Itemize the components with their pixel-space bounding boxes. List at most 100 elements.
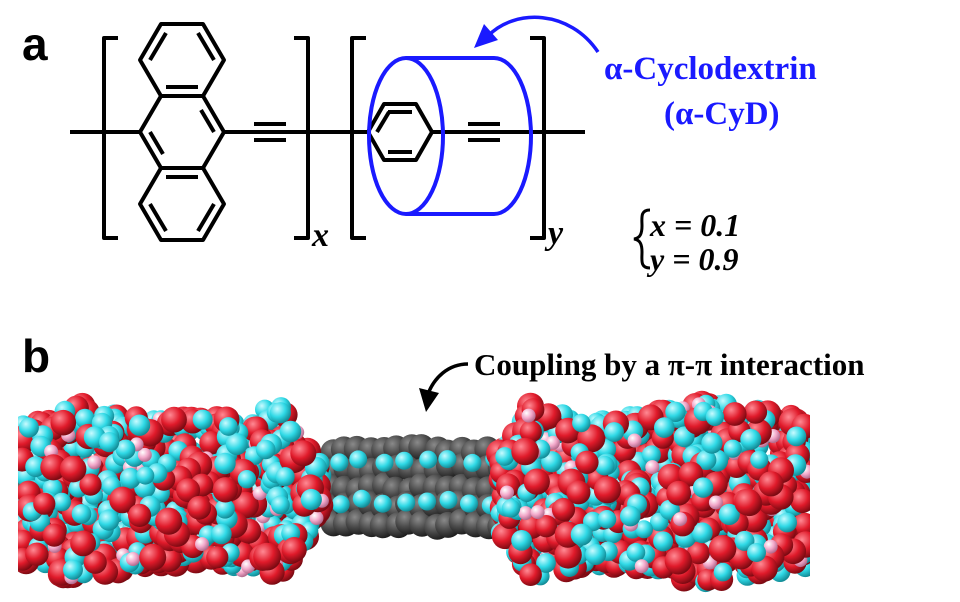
hydrogen-atom (705, 407, 725, 427)
hydrogen-atom (300, 488, 322, 511)
hydroxyl-hydrogen-atom (627, 433, 642, 448)
hydrogen-atom (626, 543, 646, 562)
hydrogen-atom (701, 432, 723, 454)
oxygen-atom (790, 488, 815, 514)
hydrogen-atom (747, 543, 766, 562)
oxygen-atom (176, 478, 201, 503)
oxygen-atom (566, 480, 591, 505)
hydrogen-atom (696, 450, 717, 470)
oxygen-atom (511, 437, 539, 466)
hydrogen-atom (604, 422, 624, 442)
oxygen-atom (708, 535, 737, 563)
ratio-brace (633, 208, 651, 270)
hydrogen-atom (279, 420, 302, 443)
hydrogen-atom (418, 492, 437, 511)
oxygen-atom (79, 473, 102, 496)
hydrogen-atom (211, 523, 232, 545)
hydroxyl-hydrogen-atom (634, 559, 649, 574)
hydrogen-atom (597, 510, 617, 529)
hydrogen-atom (654, 417, 675, 438)
hydrogen-atom (237, 470, 257, 489)
hydrogen-atom (641, 445, 661, 465)
hydrogen-atom (225, 433, 248, 456)
hydrogen-atom (255, 439, 276, 460)
hydroxyl-hydrogen-atom (518, 506, 533, 521)
hydrogen-atom (723, 439, 742, 458)
oxygen-atom (575, 450, 599, 474)
oxygen-atom (687, 541, 710, 565)
oxygen-atom (281, 537, 307, 563)
hydrogen-atom (136, 466, 155, 485)
hydrogen-atom (572, 413, 591, 433)
oxygen-atom (519, 420, 542, 443)
oxygen-atom (139, 543, 167, 571)
bracket-left-2 (350, 36, 366, 240)
hydrogen-atom (786, 426, 807, 447)
coupling-arrow (419, 362, 469, 412)
hydrogen-atom (419, 450, 438, 469)
cyclodextrin-ring (367, 56, 533, 216)
hydrogen-atom (777, 512, 797, 533)
hydroxyl-hydrogen-atom (309, 511, 324, 525)
oxygen-atom (33, 492, 56, 515)
hydrogen-atom (352, 489, 371, 508)
hydrogen-atom (439, 490, 458, 509)
oxygen-atom (551, 497, 576, 522)
oxygen-atom (206, 546, 229, 569)
hydrogen-atom (98, 509, 120, 531)
hydrogen-atom (395, 451, 414, 470)
hydrogen-atom (570, 523, 593, 546)
hydrogen-atom (119, 467, 141, 489)
hydrogen-atom (501, 499, 521, 518)
anthracene-bottom-ring (138, 166, 226, 242)
ratio-x: x = 0.1 (649, 207, 740, 243)
hydrogen-atom (397, 493, 416, 512)
oxygen-atom (59, 455, 87, 483)
subscript-x: x (311, 217, 329, 254)
anthracene-top-ring (138, 22, 226, 98)
hydroxyl-hydrogen-atom (87, 455, 102, 470)
hydrogen-atom (215, 498, 235, 519)
hydrogen-atom (18, 417, 39, 438)
hydrogen-atom (594, 455, 615, 476)
oxygen-atom (743, 400, 768, 424)
hydrogen-atom (219, 417, 238, 436)
hydrogen-atom (713, 562, 733, 582)
anthracene-unit (138, 22, 226, 242)
hydrogen-atom (349, 450, 368, 469)
oxygen-atom (722, 402, 747, 426)
hydroxyl-hydrogen-atom (521, 408, 536, 423)
hydrogen-atom (438, 450, 457, 469)
hydrogen-atom (750, 450, 769, 469)
hydrogen-atom (128, 414, 151, 436)
oxygen-atom (290, 440, 317, 467)
oxygen-atom (666, 480, 692, 506)
cyclodextrin-abbreviation: (α-CyD) (664, 96, 780, 132)
oxygen-atom (50, 409, 77, 436)
crop-mask-right (810, 380, 960, 602)
hydrogen-atom (71, 504, 92, 524)
hydrogen-atom (635, 520, 653, 539)
oxygen-atom (25, 542, 49, 566)
oxygen-atom (519, 563, 542, 586)
triple-bond-2 (468, 122, 500, 142)
hydrogen-atom (734, 530, 755, 551)
anthracene-center-ring (138, 94, 226, 170)
oxygen-atom (734, 488, 762, 516)
hydrogen-atom (536, 553, 556, 573)
cyclodextrin-name: α-Cyclodextrin (604, 51, 817, 87)
polymer-structure (70, 22, 585, 242)
hydrogen-atom (214, 452, 236, 475)
oxygen-atom (664, 547, 692, 575)
triple-bond-1 (254, 122, 286, 142)
hydrogen-atom (99, 432, 120, 453)
bracket-right-1 (294, 36, 310, 240)
hydrogen-atom (271, 495, 290, 515)
hydroxyl-hydrogen-atom (500, 485, 514, 500)
space-filling-model (0, 380, 960, 602)
oxygen-atom (751, 555, 778, 582)
hydrogen-atom (585, 544, 607, 565)
phenylene-unit (366, 102, 434, 162)
hydrogen-atom (63, 559, 83, 580)
